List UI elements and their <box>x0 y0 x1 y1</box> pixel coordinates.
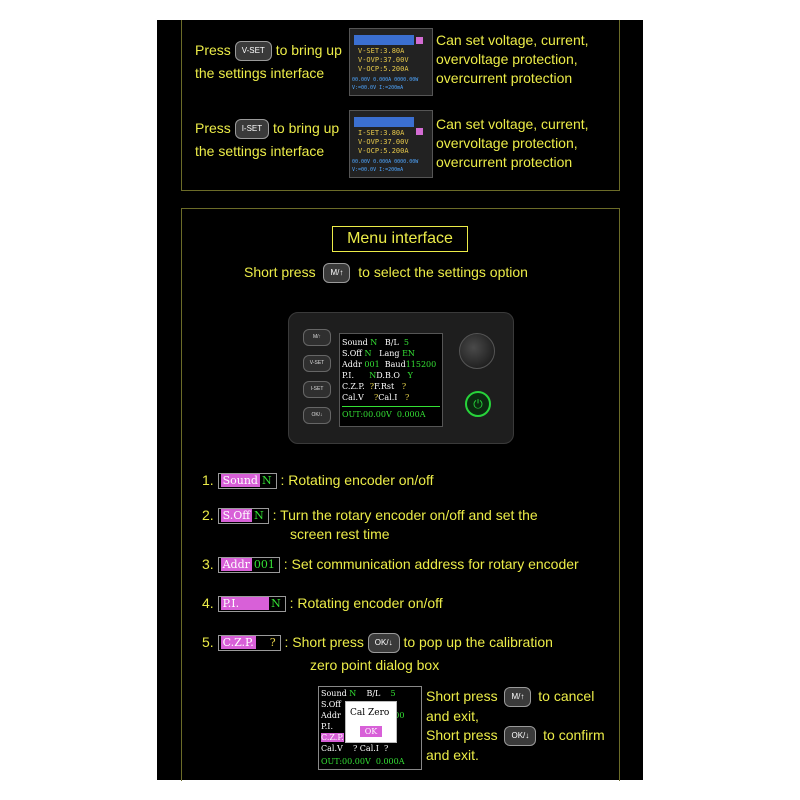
power-supply-device: M/↑ V-SET I-SET OK/↓ Sound N B/L 5 S.Off… <box>288 312 514 444</box>
section-menu-box <box>181 208 620 781</box>
mini-row1: Sound N B/L 5 <box>321 689 396 698</box>
screen-row1: Sound N B/L 5 <box>342 338 409 347</box>
cancel-line1: Short press M/↑ to cancel <box>426 686 594 708</box>
row1-press: Press <box>195 42 231 58</box>
menu-interface-title: Menu interface <box>332 226 468 252</box>
row2-desc1: Can set voltage, current, <box>436 116 589 132</box>
row1-after: to bring up <box>275 42 342 58</box>
i-set-button: I-SET <box>234 119 270 140</box>
item-4-tag: P.I.N <box>217 596 286 613</box>
calibration-screen: Sound N B/L 5 S.Off EN Addr 15200 P.I. Y… <box>318 686 422 770</box>
thumb-cursor <box>416 128 423 135</box>
thumb-header-bar <box>354 35 414 45</box>
item-5-line2: zero point dialog box <box>310 657 440 673</box>
screen-row5: C.Z.P. ?F.Rst ? <box>342 382 407 391</box>
item-5-tag: C.Z.P.? <box>217 635 281 652</box>
row1-line2: the settings interface <box>195 65 325 81</box>
screen-row6: Cal.V ?Cal.I ? <box>342 393 410 402</box>
thumb-set-line: I-SET:3.80A <box>358 129 405 137</box>
thumb-cursor <box>416 37 423 44</box>
thumb-foot2: V:=00.0V I:=200mA <box>352 85 404 91</box>
mini-row6: Cal.V ? Cal.I ? <box>321 744 389 753</box>
row2-desc3: overcurrent protection <box>436 154 573 170</box>
item-5: 5. C.Z.P.? : Short press OK/↓ to pop up … <box>202 632 553 654</box>
screen-output: OUT:00.00V 0.000A <box>342 410 426 419</box>
confirm-ok-down-button: OK/↓ <box>504 726 537 747</box>
device-ok-down-button: OK/↓ <box>303 407 331 424</box>
vset-screen-thumbnail: V-SET:3.80A V-OVP:37.00V V-OCP:5.200A 00… <box>349 28 433 96</box>
device-v-set-button: V-SET <box>303 355 331 372</box>
thumb-set-line: V-SET:3.80A <box>358 47 405 55</box>
screen-row4: P.I. ND.B.O Y <box>342 371 413 380</box>
screen-row2: S.Off N Lang EN <box>342 349 415 358</box>
confirm-line1: Short press OK/↓ to confirm <box>426 725 605 747</box>
row2-desc2: overvoltage protection, <box>436 135 578 151</box>
v-set-button: V-SET <box>234 41 272 62</box>
row1-desc1: Can set voltage, current, <box>436 32 589 48</box>
device-screen: Sound N B/L 5 S.Off N Lang EN Addr 001 B… <box>339 333 443 427</box>
thumb-ocp-line: V-OCP:5.200A <box>358 147 409 155</box>
thumb-foot2: V:=00.0V I:=200mA <box>352 167 404 173</box>
cal-zero-ok: OK <box>360 726 382 737</box>
thumb-ovp-line: V-OVP:37.00V <box>358 138 409 146</box>
cancel-m-up-button: M/↑ <box>504 687 532 708</box>
screen-row3: Addr 001 Baud115200 <box>342 360 437 369</box>
row2-after: to bring up <box>273 120 340 136</box>
device-m-up-button: M/↑ <box>303 329 331 346</box>
confirm-line2: and exit. <box>426 747 479 763</box>
section-settings-box <box>181 20 620 191</box>
iset-screen-thumbnail: I-SET:3.80A V-OVP:37.00V V-OCP:5.200A 00… <box>349 110 433 178</box>
row2-press-line: Press I-SET to bring up <box>195 118 340 140</box>
mini-output: OUT:00.00V 0.000A <box>321 757 405 766</box>
row1-press-line: Press V-SET to bring up <box>195 40 342 62</box>
cal-zero-title: Cal Zero <box>350 708 390 718</box>
screen-divider <box>342 406 440 407</box>
thumb-header-bar <box>354 117 414 127</box>
device-i-set-button: I-SET <box>303 381 331 398</box>
row2-line2: the settings interface <box>195 143 325 159</box>
menu-short-press: Short press <box>244 264 316 280</box>
menu-short-press-line: Short press M/↑ to select the settings o… <box>244 262 528 284</box>
row1-desc2: overvoltage protection, <box>436 51 578 67</box>
thumb-ocp-line: V-OCP:5.200A <box>358 65 409 73</box>
rotary-knob-icon <box>459 333 495 369</box>
row2-press: Press <box>195 120 231 136</box>
menu-short-press-after: to select the settings option <box>358 264 528 280</box>
item-2-line2: screen rest time <box>290 526 390 542</box>
cancel-line2: and exit, <box>426 708 479 724</box>
row1-desc3: overcurrent protection <box>436 70 573 86</box>
thumb-foot1: 00.00V 0.000A 0000.00W <box>352 159 419 165</box>
thumb-foot1: 00.00V 0.000A 0000.00W <box>352 77 419 83</box>
cal-zero-dialog: Cal Zero OK <box>345 701 397 743</box>
item-4: 4. P.I.N : Rotating encoder on/off <box>202 595 443 613</box>
thumb-ovp-line: V-OVP:37.00V <box>358 56 409 64</box>
m-up-button: M/↑ <box>323 263 351 284</box>
power-icon: ⏻ <box>465 391 491 417</box>
ok-down-button: OK/↓ <box>367 633 400 654</box>
